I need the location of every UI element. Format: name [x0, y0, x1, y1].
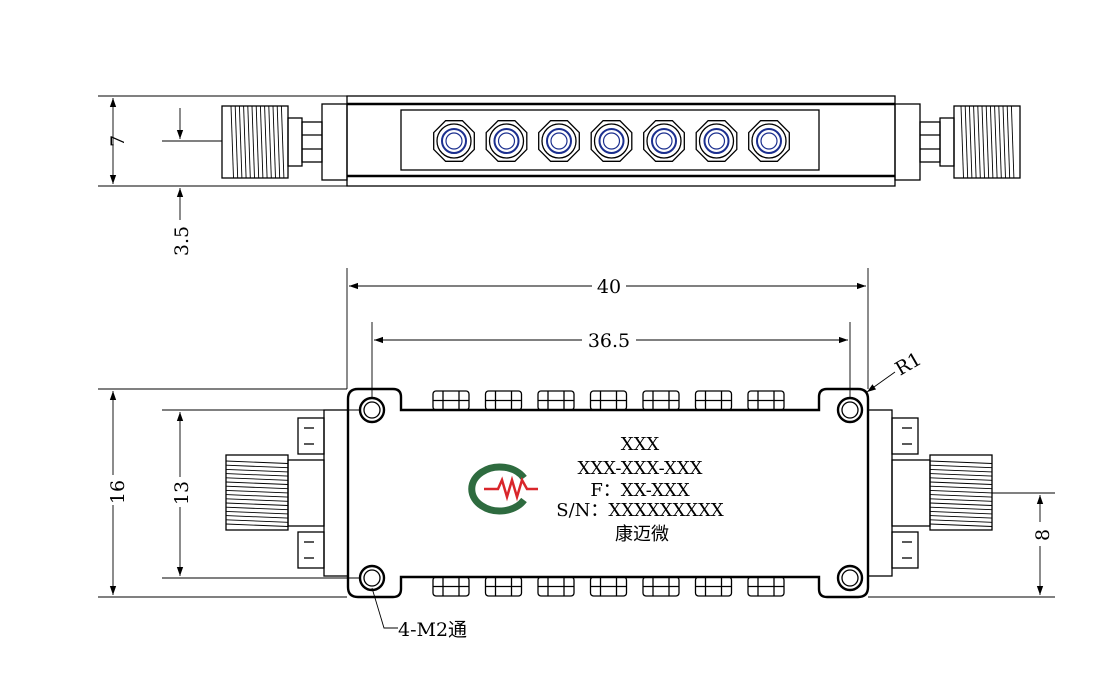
tuning-screw-icon — [642, 576, 680, 597]
tuning-screw-icon — [642, 390, 680, 411]
top-tuning-screws — [433, 120, 790, 162]
dim-connector-offset: 8 — [1032, 529, 1054, 541]
tuning-screw-icon — [433, 120, 475, 162]
product-label: XXX XXX-XXX-XXX F：XX-XXX S/N：XXXXXXXXX 康… — [556, 434, 724, 545]
sma-connector-icon — [894, 103, 1021, 181]
tuning-screw-icon — [643, 120, 685, 162]
tuning-screw-icon — [747, 390, 785, 411]
dim-corner-radius: R1 — [892, 348, 926, 380]
label-line-5: 康迈微 — [615, 524, 669, 545]
tuning-screw-icon — [537, 576, 575, 597]
label-line-3: F：XX-XXX — [590, 480, 690, 501]
tuning-screw-icon — [484, 390, 523, 411]
dim-mounting-holes: 4-M2通 — [398, 619, 467, 641]
dim-length-holes: 36.5 — [588, 330, 630, 352]
dim-offset-top: 3.5 — [171, 226, 193, 256]
sma-connector-icon — [225, 409, 349, 577]
cmw-logo-icon — [468, 463, 538, 515]
tuning-screw-icon — [589, 576, 628, 597]
tuning-screw-icon — [537, 390, 575, 411]
dim-height-holes: 13 — [171, 481, 193, 505]
tuning-screw-icon — [694, 576, 733, 597]
tuning-screw-icon — [694, 390, 733, 411]
tuning-screw-icon — [432, 390, 470, 411]
front-view: XXX XXX-XXX-XXX F：XX-XXX S/N：XXXXXXXXX 康… — [98, 268, 1055, 641]
dim-height-body: 16 — [107, 480, 129, 504]
tuning-screw-icon — [484, 576, 523, 597]
top-cover-panel — [400, 109, 820, 171]
sma-connector-icon — [867, 409, 993, 577]
tuning-screw-icon — [695, 120, 738, 162]
tuning-screw-icon — [432, 576, 470, 597]
top-view: 7 3.5 — [98, 95, 1021, 256]
dim-height-top: 7 — [107, 135, 129, 147]
tuning-screw-icon — [748, 120, 790, 162]
tuning-screw-icon — [590, 120, 633, 162]
tuning-screw-icon — [747, 576, 785, 597]
label-line-1: XXX — [621, 434, 660, 455]
front-body-outline — [346, 387, 870, 599]
tuning-screw-icon — [485, 120, 528, 162]
label-line-4: S/N：XXXXXXXXX — [556, 500, 724, 521]
sma-connector-icon — [221, 103, 348, 181]
tuning-screw-icon — [589, 390, 628, 411]
front-tuning-screws — [432, 390, 785, 597]
tuning-screw-icon — [538, 120, 580, 162]
label-line-2: XXX-XXX-XXX — [578, 458, 703, 479]
dim-length-overall: 40 — [597, 276, 621, 298]
